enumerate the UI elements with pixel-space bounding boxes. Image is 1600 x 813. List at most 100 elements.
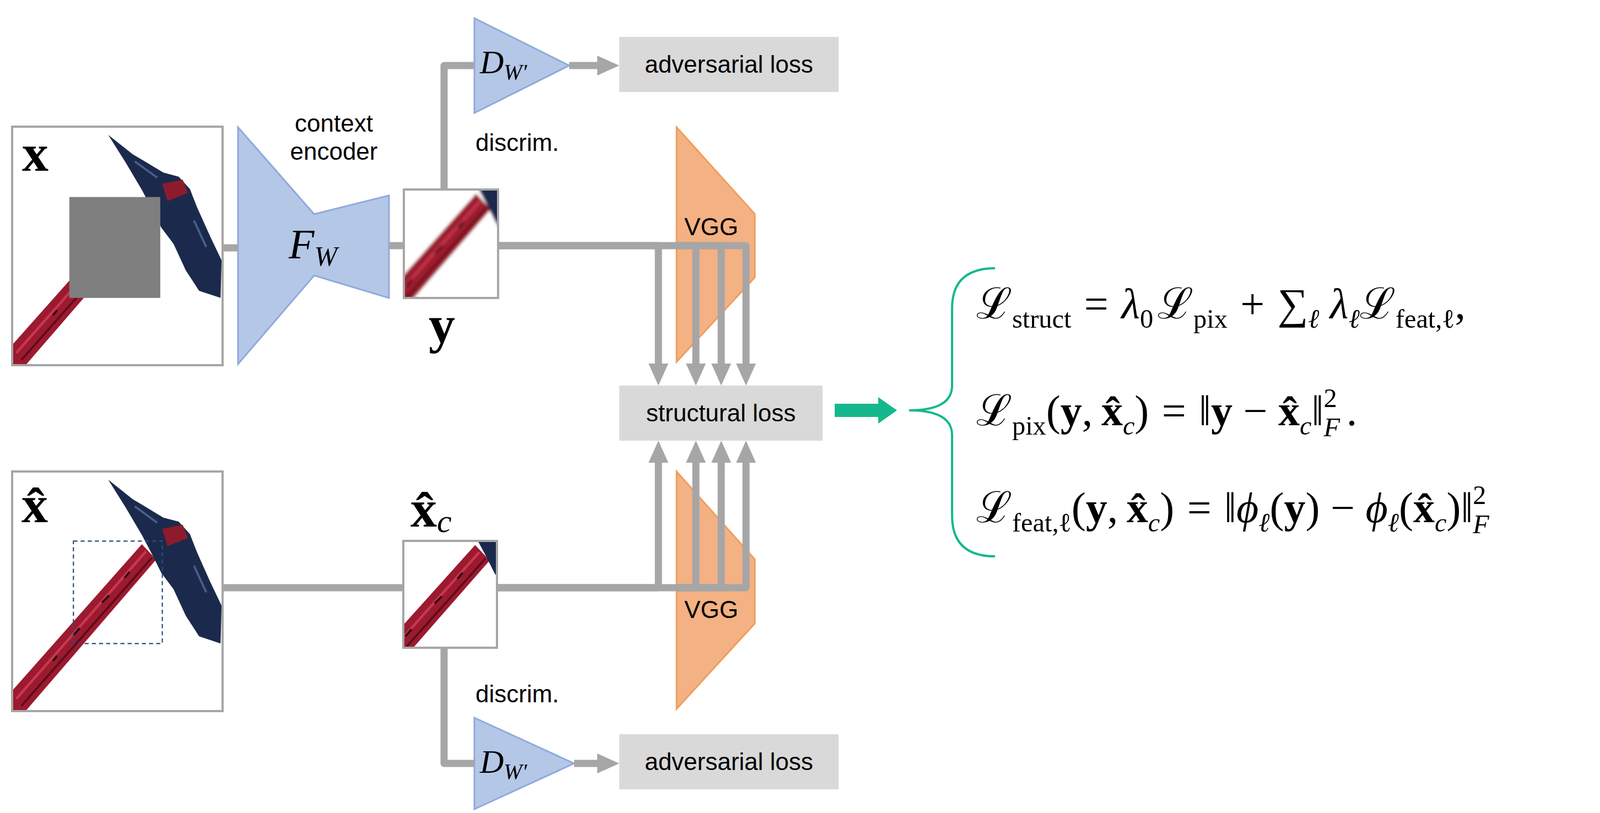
- predicted-patch-shape: [403, 189, 499, 299]
- loss-label: structural loss: [646, 399, 796, 428]
- equation-term: x̂: [1126, 486, 1149, 530]
- equation-term: y: [1060, 389, 1083, 433]
- block-title: discrim.: [475, 680, 560, 709]
- box-fill: [619, 385, 823, 441]
- text-holder: x: [22, 126, 49, 180]
- equation-term: c: [1148, 509, 1160, 537]
- text-holder: discrim.: [475, 128, 560, 158]
- text-holder: VGG: [684, 213, 739, 242]
- math-subscript: W′: [503, 61, 527, 84]
- connector: [569, 62, 603, 70]
- equation-term: struct: [1012, 305, 1072, 333]
- equation-term: ): [1159, 486, 1175, 530]
- discriminator-outline: [474, 18, 570, 113]
- equation-term: ,: [1107, 486, 1119, 530]
- equation-term: F: [1323, 414, 1340, 441]
- equation-term: ∑: [1277, 282, 1309, 326]
- equation-term: 0: [1139, 305, 1154, 333]
- text-holder: D: [479, 45, 504, 79]
- image-symbol: x̂: [410, 482, 437, 536]
- equation-term: pix: [1012, 412, 1047, 440]
- pickaxe-picture: [342, 472, 558, 713]
- connector: [444, 647, 475, 764]
- block-title: context encoder: [278, 109, 389, 166]
- image-content: [12, 471, 223, 712]
- pickaxe-picture: [12, 471, 223, 712]
- image-content: [12, 126, 223, 366]
- text-holder: adversarial loss: [644, 50, 814, 79]
- equation-term: ): [1305, 486, 1320, 530]
- equation-term: λ: [1330, 282, 1349, 326]
- vgg-network-outline: [676, 127, 755, 362]
- equation-term: c: [1299, 412, 1312, 440]
- equation-term: feat,ℓ: [1012, 509, 1072, 537]
- image-content: [342, 472, 558, 713]
- vgg-network-shape: [676, 127, 755, 362]
- text-holder: structural loss: [646, 399, 796, 428]
- missing-region: [69, 197, 161, 299]
- math-subscript: W: [314, 242, 338, 270]
- text-holder: x̂: [21, 478, 48, 532]
- equation-term: (: [1046, 389, 1061, 433]
- input-image: x: [12, 126, 223, 366]
- text-holder: W′: [503, 61, 527, 84]
- equation-term: x̂: [1101, 389, 1123, 433]
- equation-term: ,: [1455, 282, 1467, 326]
- image-frame: [403, 189, 499, 299]
- discriminator: discrim.DW′: [474, 717, 575, 810]
- math-symbol: D: [479, 745, 504, 779]
- equation-term: ℒ: [976, 486, 1013, 530]
- connector: [222, 584, 404, 592]
- green-arrow: [834, 397, 897, 424]
- image-frame: [12, 126, 223, 366]
- equation-term: ): [1134, 389, 1149, 433]
- box-fill: [619, 734, 839, 790]
- equation-term: ϕ: [1365, 486, 1388, 530]
- network-label: VGG: [684, 213, 739, 242]
- pickaxe-picture: [343, 119, 559, 364]
- text-holder: context encoder: [278, 109, 389, 166]
- equation-term: ℓ: [1307, 305, 1320, 333]
- equation-term: .: [1346, 389, 1358, 433]
- real-patch-shape: [403, 541, 497, 648]
- loss-box: adversarial loss: [619, 734, 839, 790]
- equation-term: y: [1283, 486, 1306, 530]
- equation-line: ℒpix(y,x̂c)=‖y−x̂c‖2F.: [976, 389, 1358, 433]
- image-symbol: x: [22, 126, 49, 180]
- equation-term: ℒ: [976, 282, 1013, 326]
- predicted-patch: y: [403, 189, 499, 299]
- equation-term: +: [1240, 282, 1265, 326]
- equation-line: ℒstruct=λ0ℒpix+∑ℓλℓℒfeat,ℓ,: [976, 282, 1466, 326]
- equation-term: (: [1269, 486, 1284, 530]
- real-patch: x̂c: [403, 541, 497, 648]
- equation-term: ‖: [1311, 389, 1324, 433]
- equation-term: ℒ: [1359, 282, 1396, 326]
- text-holder: W: [314, 242, 338, 270]
- loss-box: adversarial loss: [619, 36, 839, 93]
- equation-term: x̂: [1413, 486, 1435, 530]
- text-holder: VGG: [684, 596, 739, 625]
- equation-term: ℓ: [1258, 509, 1270, 537]
- context-encoder: context encoderFW: [238, 127, 389, 365]
- text-holder: y: [428, 298, 456, 352]
- image-frame: [403, 541, 497, 648]
- loss-box: structural loss: [619, 385, 823, 441]
- connector: [496, 457, 659, 588]
- block-title: discrim.: [475, 128, 560, 158]
- equation-term: feat,ℓ: [1395, 305, 1456, 333]
- math-symbol: F: [288, 223, 315, 266]
- box-fill: [619, 36, 839, 93]
- pickaxe-picture: [12, 126, 223, 366]
- connector: [222, 244, 239, 252]
- equation-term: ‖: [1460, 486, 1473, 530]
- text-holder: discrim.: [475, 680, 560, 709]
- equation-term: =: [1187, 486, 1212, 530]
- image-frame: [12, 471, 223, 712]
- discriminator: DW′discrim.: [474, 18, 570, 113]
- text-holder: W′: [503, 760, 527, 783]
- equation-term: 2: [1323, 385, 1337, 412]
- real-image: x̂: [12, 471, 223, 712]
- equation-term: y: [1085, 486, 1108, 530]
